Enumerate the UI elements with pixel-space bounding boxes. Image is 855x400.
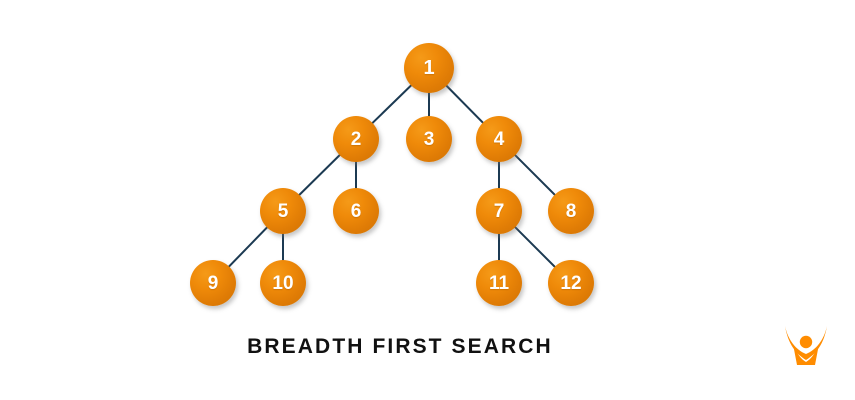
tree-node-label: 5 (277, 200, 289, 222)
page-title: BREADTH FIRST SEARCH (247, 335, 553, 358)
tree-node-10[interactable]: 10 (260, 260, 306, 306)
tree-node-label: 2 (350, 128, 362, 150)
tree-node-9[interactable]: 9 (190, 260, 236, 306)
tree-node-label: 1 (423, 57, 435, 79)
tree-node-label: 6 (350, 200, 362, 222)
tree-node-12[interactable]: 12 (548, 260, 594, 306)
tree-node-label: 7 (493, 200, 505, 222)
tree-node-11[interactable]: 11 (476, 260, 522, 306)
person-logo-icon (785, 326, 827, 365)
tree-node-7[interactable]: 7 (476, 188, 522, 234)
tree-node-2[interactable]: 2 (333, 116, 379, 162)
favtutor-person-logo (775, 318, 837, 380)
edges-group (212, 67, 572, 284)
tree-node-label: 12 (560, 272, 582, 294)
tree-node-4[interactable]: 4 (476, 116, 522, 162)
tree-node-label: 3 (423, 128, 435, 150)
tree-node-3[interactable]: 3 (406, 116, 452, 162)
tree-node-label: 10 (272, 272, 294, 294)
tree-node-label: 11 (488, 272, 510, 294)
tree-node-1[interactable]: 1 (404, 43, 454, 93)
tree-node-8[interactable]: 8 (548, 188, 594, 234)
tree-node-label: 8 (565, 200, 577, 222)
tree-node-5[interactable]: 5 (260, 188, 306, 234)
tree-node-label: 9 (207, 272, 219, 294)
tree-node-label: 4 (493, 128, 505, 150)
tree-node-6[interactable]: 6 (333, 188, 379, 234)
